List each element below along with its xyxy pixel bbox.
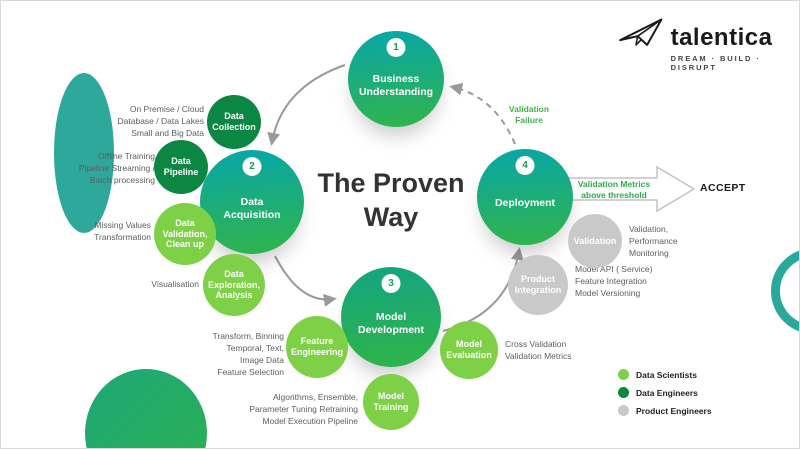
step-number-2: 2	[242, 157, 262, 176]
step-number-3: 3	[381, 274, 401, 293]
note-validation: Validation, Performance Monitoring	[629, 224, 678, 258]
note-product-integration: Model API ( Service) Feature Integration…	[575, 264, 653, 298]
diagram-title: The Proven Way	[317, 168, 465, 232]
note-model-evaluation: Cross Validation Validation Metrics	[505, 339, 572, 361]
legend-label-product-engineers: Product Engineers	[636, 405, 712, 416]
legend-item-data-engineers: Data Engineers	[618, 387, 712, 398]
arrow-step2-to-step3	[274, 255, 337, 307]
legend-dot-product-engineers	[618, 405, 629, 416]
step-label-deployment: Deployment	[494, 197, 556, 210]
arrow-step3-to-step4	[442, 247, 524, 332]
step-circle-deployment: 4 Deployment	[477, 149, 573, 245]
node-product-integration: Product Integration	[508, 255, 568, 315]
step-label-business-understanding: Business Understanding	[358, 72, 434, 98]
decorative-teal-ellipse-left	[54, 73, 114, 233]
accept-label: ACCEPT	[700, 182, 746, 194]
brand-name: talentica	[670, 24, 773, 51]
step-label-model-development: Model Development	[358, 310, 424, 336]
accept-arrow	[568, 165, 696, 213]
node-data-exploration: Data Exploration, Analysis	[203, 254, 265, 316]
node-validation: Validation	[568, 214, 622, 268]
step-circle-business-understanding: 1 Business Understanding	[348, 31, 444, 127]
legend-item-product-engineers: Product Engineers	[618, 405, 712, 416]
step-number-4: 4	[515, 156, 535, 175]
note-data-collection: On Premise / Cloud Database / Data Lakes…	[117, 104, 204, 138]
step-number-1: 1	[386, 38, 406, 57]
arrow-step1-to-step2	[267, 64, 346, 146]
brand-tagline: DREAM · BUILD · DISRUPT	[670, 54, 761, 73]
legend-label-data-engineers: Data Engineers	[636, 387, 698, 398]
note-data-validation: Missing Values Transformation	[94, 220, 151, 242]
note-data-pipeline: Offline Training Pipeline Streaming / Ba…	[78, 151, 155, 185]
legend-item-data-scientists: Data Scientists	[618, 369, 712, 380]
step-label-data-acquisition: Data Acquisition	[223, 195, 281, 221]
node-model-training: Model Training	[363, 374, 419, 430]
legend-dot-data-scientists	[618, 369, 629, 380]
legend-dot-data-engineers	[618, 387, 629, 398]
node-model-evaluation: Model Evaluation	[440, 321, 498, 379]
talentica-logo: talentica DREAM · BUILD · DISRUPT	[617, 13, 799, 72]
accept-condition-label: Validation Metrics above threshold	[577, 179, 651, 201]
note-model-training: Algorithms, Ensemble, Parameter Tuning R…	[249, 392, 358, 426]
note-feature-engineering: Transform, Binning Temporal, Text, Image…	[212, 331, 285, 377]
note-data-exploration: Visualisation	[151, 279, 199, 289]
step-circle-model-development: 3 Model Development	[341, 267, 441, 367]
node-data-pipeline: Data Pipeline	[154, 140, 208, 194]
validation-failure-label: Validation Failure	[508, 104, 550, 126]
arrow-validation-failure	[449, 82, 516, 145]
node-data-collection: Data Collection	[207, 95, 261, 149]
logo-text: talentica DREAM · BUILD · DISRUPT	[671, 13, 799, 72]
step-circle-data-acquisition: 2 Data Acquisition	[200, 150, 304, 254]
legend-label-data-scientists: Data Scientists	[636, 369, 697, 380]
node-feature-engineering: Feature Engineering	[286, 316, 348, 378]
paper-plane-icon	[619, 18, 663, 46]
legend: Data Scientists Data Engineers Product E…	[618, 369, 712, 416]
node-data-validation: Data Validation, Clean up	[154, 203, 216, 265]
